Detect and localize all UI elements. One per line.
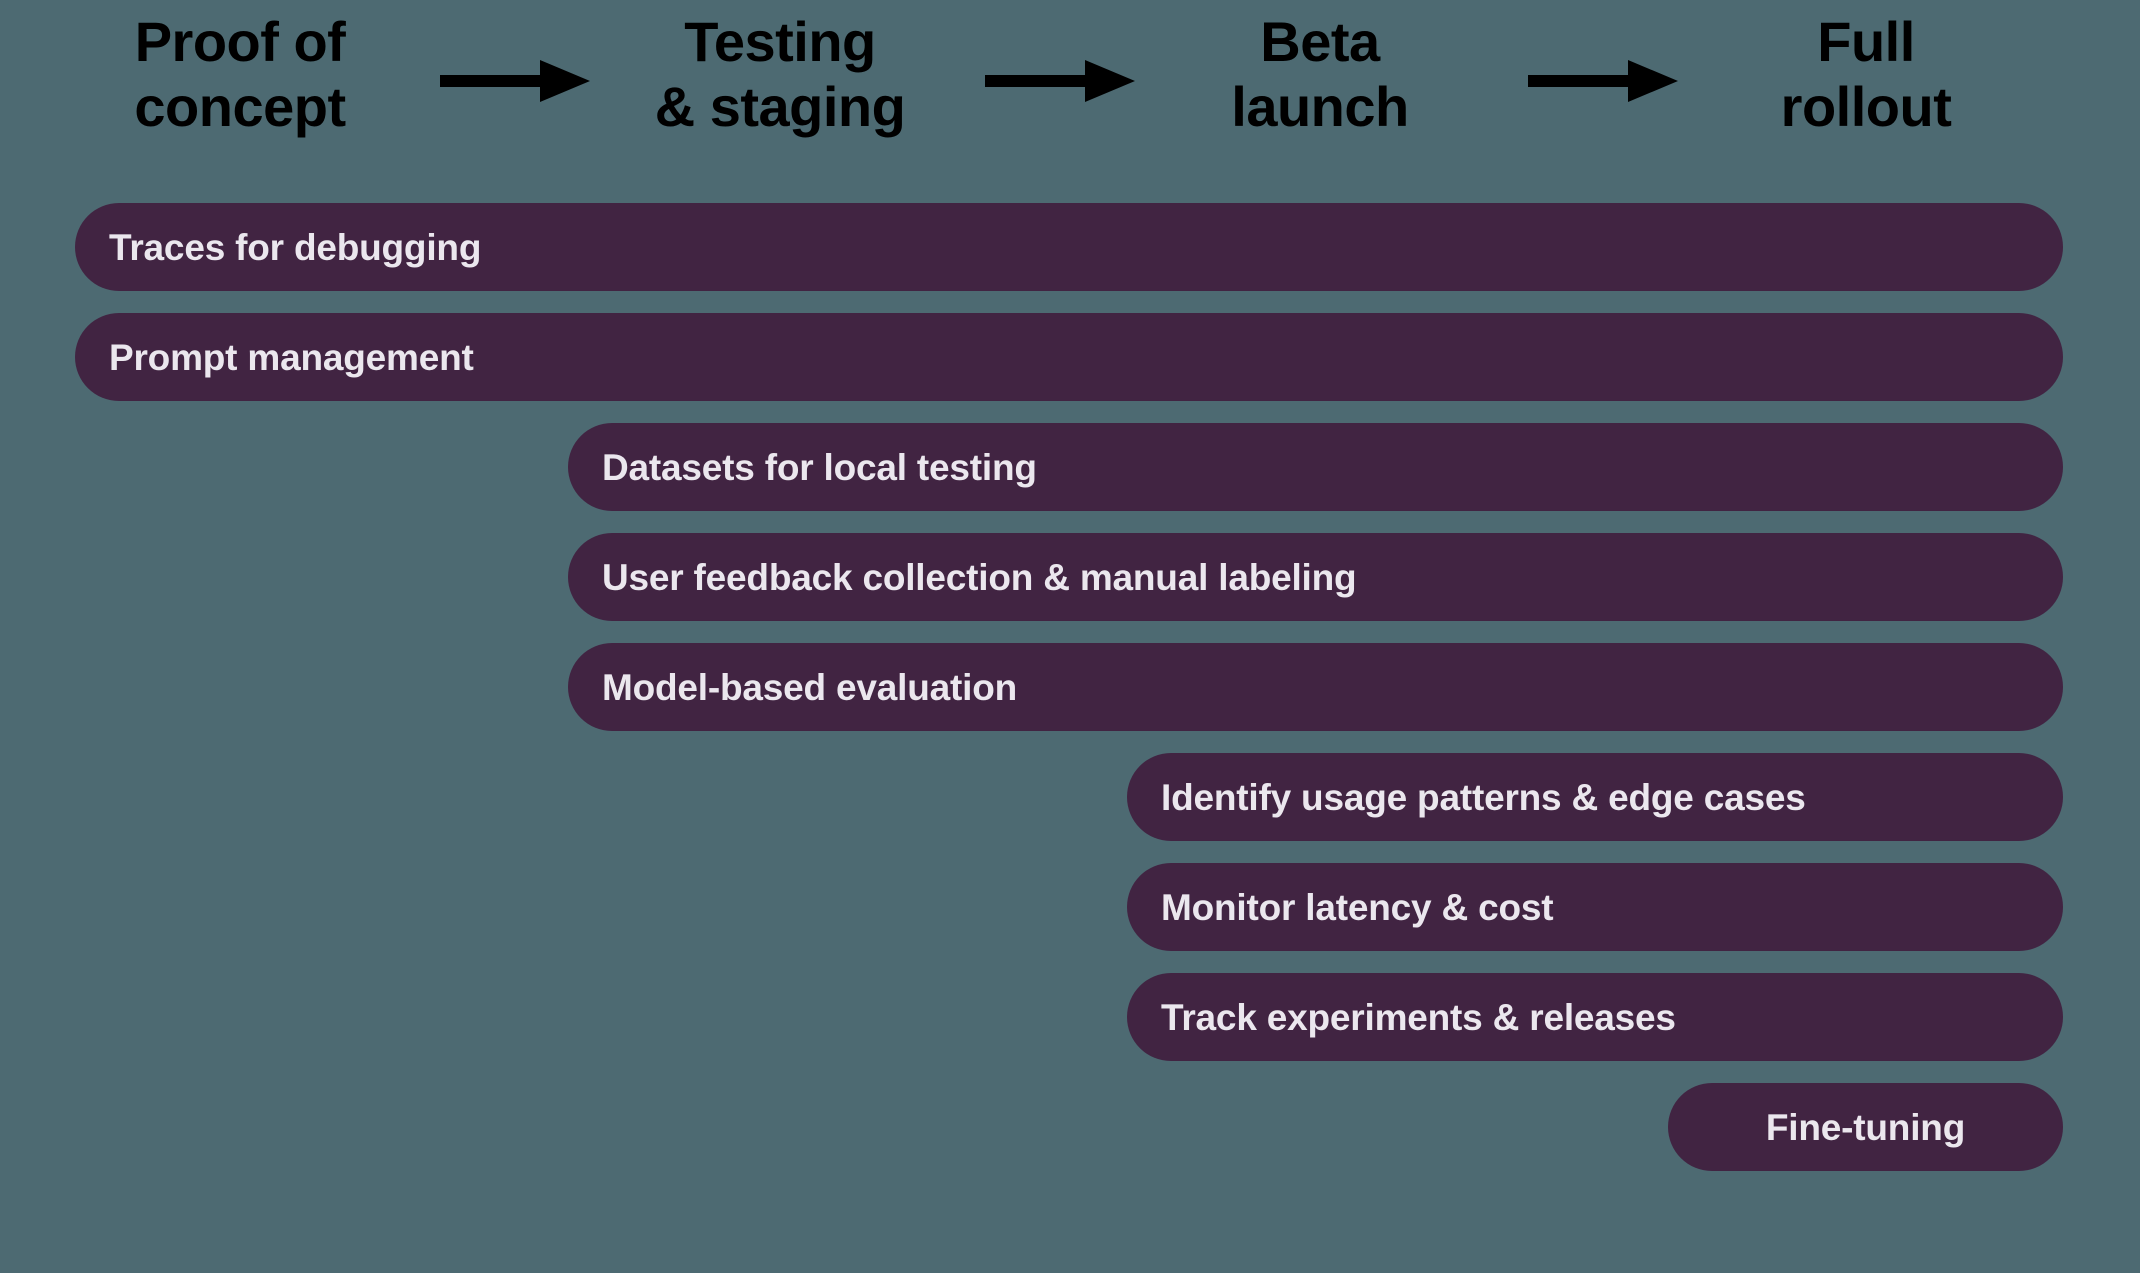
capability-bar-identify-usage-patterns[interactable]: Identify usage patterns & edge cases [1127, 753, 2063, 841]
phase-label-full-rollout: Full rollout [1780, 10, 1952, 138]
capability-bar-track-experiments-and-releases[interactable]: Track experiments & releases [1127, 973, 2063, 1061]
capability-bar-fine-tuning[interactable]: Fine-tuning [1668, 1083, 2063, 1171]
arrow-right-icon [985, 58, 1135, 104]
phase-label-proof-of-concept: Proof of concept [134, 10, 346, 138]
capability-bar-monitor-latency-and-cost[interactable]: Monitor latency & cost [1127, 863, 2063, 951]
bar-label: Track experiments & releases [1161, 996, 1676, 1038]
phase-header-row: Proof of concept Testing & staging Beta … [0, 0, 2140, 165]
bar-label: Fine-tuning [1765, 1106, 1966, 1148]
capability-bar-user-feedback-collection[interactable]: User feedback collection & manual labeli… [568, 533, 2063, 621]
arrow-right-icon [1528, 58, 1678, 104]
bar-label: User feedback collection & manual labeli… [602, 556, 1357, 598]
bar-label: Identify usage patterns & edge cases [1161, 776, 1806, 818]
capability-bar-traces-for-debugging[interactable]: Traces for debugging [75, 203, 2063, 291]
bar-label: Model-based evaluation [602, 666, 1018, 708]
arrow-right-icon [440, 58, 590, 104]
phase-label-beta-launch: Beta launch [1231, 10, 1409, 138]
bar-label: Prompt management [109, 336, 474, 378]
bar-label: Monitor latency & cost [1161, 886, 1554, 928]
capability-bar-prompt-management[interactable]: Prompt management [75, 313, 2063, 401]
bar-label: Datasets for local testing [602, 446, 1037, 488]
phase-label-testing-and-staging: Testing & staging [654, 10, 906, 138]
capability-bar-model-based-evaluation[interactable]: Model-based evaluation [568, 643, 2063, 731]
bar-label: Traces for debugging [109, 226, 482, 268]
capability-bar-datasets-for-local-testing[interactable]: Datasets for local testing [568, 423, 2063, 511]
